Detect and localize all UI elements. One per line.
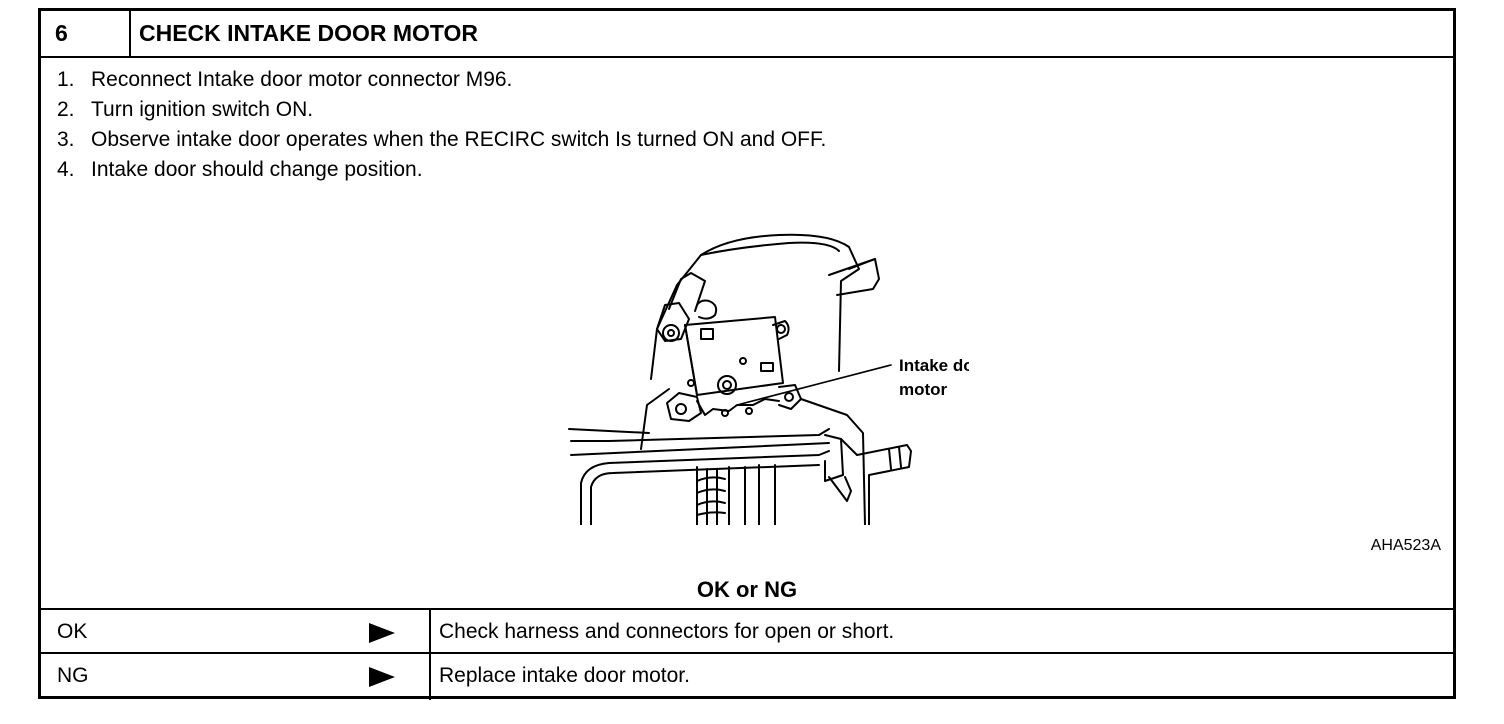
arrow-right-icon — [369, 667, 395, 687]
step-header: 6 CHECK INTAKE DOOR MOTOR — [41, 11, 1453, 58]
step-number: 6 — [41, 11, 131, 56]
procedure-item: 1.Reconnect Intake door motor connector … — [57, 68, 513, 91]
procedure-item: 4.Intake door should change position. — [57, 158, 423, 181]
procedure-list: 1.Reconnect Intake door motor connector … — [57, 65, 826, 185]
arrow-right-icon — [369, 623, 395, 643]
intake-door-motor-illustration: Intake door motor — [568, 233, 969, 525]
step-title: CHECK INTAKE DOOR MOTOR — [139, 20, 479, 46]
callout-label-line1: Intake door — [899, 356, 969, 375]
result-key: OK — [57, 620, 88, 643]
procedure-item: 2.Turn ignition switch ON. — [57, 98, 314, 121]
result-row-ok: OK Check harness and connectors for open… — [41, 610, 1453, 654]
diagnostic-step-sheet: 6 CHECK INTAKE DOOR MOTOR 1.Reconnect In… — [38, 8, 1456, 700]
figure-code: AHA523A — [1370, 537, 1441, 554]
result-action: Check harness and connectors for open or… — [439, 620, 895, 643]
verdict-label: OK or NG — [696, 577, 798, 602]
result-key: NG — [57, 664, 89, 687]
callout-label-line2: motor — [899, 380, 948, 399]
column-divider — [429, 654, 431, 700]
result-action: Replace intake door motor. — [439, 664, 690, 687]
result-row-ng: NG Replace intake door motor. — [41, 654, 1453, 700]
procedure-item: 3.Observe intake door operates when the … — [57, 128, 827, 151]
result-table: OK Check harness and connectors for open… — [41, 608, 1453, 700]
column-divider — [429, 610, 431, 652]
